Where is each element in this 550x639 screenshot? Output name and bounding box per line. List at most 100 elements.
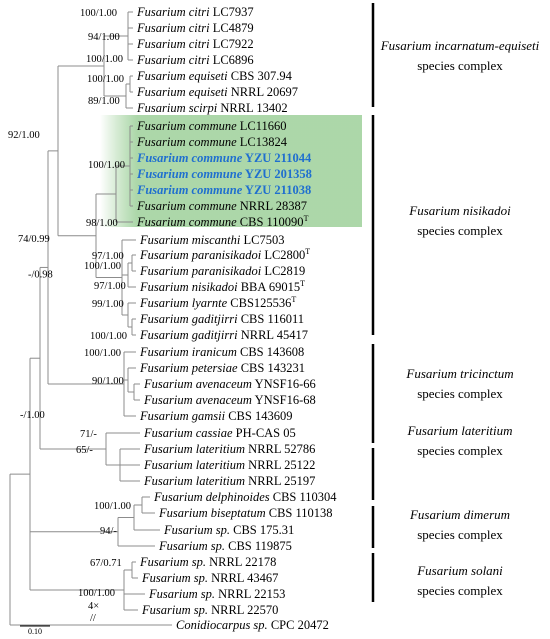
node-support: 97/1.00: [94, 281, 126, 292]
taxon-species: Conidiocarpus sp.: [176, 618, 268, 632]
taxon-species: Fusarium sp.: [163, 523, 230, 537]
scale-bar: 0.10: [20, 625, 50, 636]
node-support-labels: 100/1.00 94/1.00 100/1.00 100/1.00 89/1.00 92…: [8, 8, 131, 599]
taxon-strain: NRRL 22178: [206, 555, 276, 569]
taxon-label: Fusarium lateritium NRRL 25122: [143, 458, 315, 472]
node-support: 98/1.00: [86, 218, 118, 229]
taxon-label: Fusarium citri LC4879: [136, 21, 254, 35]
species-complex-suffix: species complex: [417, 583, 503, 598]
taxon-species: Fusarium citri: [136, 53, 210, 67]
taxon-label: Fusarium delphinoides CBS 110304: [153, 490, 337, 504]
taxon-species: Fusarium equiseti: [136, 85, 228, 99]
taxon-label: Fusarium biseptatum CBS 110138: [158, 506, 333, 520]
taxon-strain: LC13824: [237, 135, 288, 149]
taxon-label: Fusarium nisikadoi BBA 69015T: [139, 279, 305, 294]
taxon-label: Fusarium commune CBS 110090T: [136, 214, 309, 229]
node-support: 94/1.00: [88, 32, 120, 43]
taxon-species: Fusarium gamsii: [139, 409, 226, 423]
taxon-label: Fusarium sp. CBS 119875: [158, 539, 292, 553]
taxon-species: Fusarium sp.: [141, 571, 208, 585]
taxon-strain: CBS 143609: [225, 409, 292, 423]
taxon-label: Fusarium avenaceum YNSF16-66: [143, 377, 316, 391]
taxon-species: Fusarium lateritium: [143, 474, 245, 488]
species-complex-name: Fusarium dimerum: [409, 507, 510, 522]
taxon-strain: CBS 110304: [270, 490, 338, 504]
species-complex-name: Fusarium incarnatum-equiseti: [380, 38, 540, 53]
node-support: 92/1.00: [8, 130, 40, 141]
taxon-strain: LC6896: [210, 53, 254, 67]
taxon-species: Fusarium commune: [136, 135, 237, 149]
species-complex-name: Fusarium solani: [416, 563, 503, 578]
taxon-species: Fusarium citri: [136, 37, 210, 51]
taxon-strain: LC2800: [261, 248, 305, 262]
taxon-label: Fusarium lateritium NRRL 25197: [143, 474, 315, 488]
taxon-strain: NRRL 52786: [245, 442, 315, 456]
taxon-label: Fusarium citri LC6896: [136, 53, 254, 67]
taxon-strain: NRRL 20697: [228, 85, 298, 99]
taxon-species: Fusarium commune: [136, 167, 243, 181]
taxon-strain: CBS 175.31: [230, 523, 294, 537]
taxon-strain: CBS 116011: [238, 312, 304, 326]
taxon-label: Fusarium equiseti CBS 307.94: [136, 69, 293, 83]
taxon-label: Fusarium sp. NRRL 43467: [141, 571, 278, 585]
taxon-species: Fusarium avenaceum: [143, 393, 252, 407]
taxon-strain: CBS125536: [227, 296, 291, 310]
taxon-strain: CBS 110138: [266, 506, 333, 520]
taxon-label: Fusarium gamsii CBS 143609: [139, 409, 292, 423]
truncation-label: 4×: [88, 601, 99, 612]
taxon-label: Fusarium commune LC11660: [136, 119, 287, 133]
truncation-mark: //: [90, 613, 96, 624]
taxon-label: Fusarium petersiae CBS 143231: [139, 361, 305, 375]
node-support: 100/1.00: [78, 588, 115, 599]
taxon-strain: LC7922: [210, 37, 254, 51]
node-support: -/0.98: [28, 269, 53, 280]
species-complex-suffix: species complex: [417, 443, 503, 458]
highlight-box-commune: [100, 115, 362, 227]
taxon-strain: LC7937: [210, 5, 254, 19]
taxon-label: Fusarium lyarnte CBS125536T: [139, 295, 296, 310]
node-support: 100/1.00: [87, 74, 124, 85]
taxon-strain: LC7503: [240, 233, 284, 247]
taxon-strain: CPC 20472: [268, 618, 329, 632]
taxon-strain: CBS 143231: [238, 361, 305, 375]
taxon-strain: BBA 69015: [238, 280, 301, 294]
type-marker: T: [300, 279, 305, 288]
taxon-label: Fusarium lateritium NRRL 52786: [143, 442, 315, 456]
node-support: 99/1.00: [92, 299, 124, 310]
taxon-label: Fusarium iranicum CBS 143608: [139, 345, 304, 359]
taxon-species: Fusarium lyarnte: [139, 296, 228, 310]
taxon-label: Fusarium sp. CBS 175.31: [163, 523, 294, 537]
taxon-label: Fusarium commune YZU 211038: [136, 183, 311, 197]
taxon-strain: NRRL 22570: [208, 603, 278, 617]
taxon-species: Fusarium commune: [136, 119, 237, 133]
taxon-label: Fusarium commune LC13824: [136, 135, 288, 149]
taxon-strain: YZU 211044: [242, 151, 312, 165]
node-support: 94/-: [100, 526, 117, 537]
node-support: 100/1.00: [84, 348, 121, 359]
species-complex-name: Fusarium lateritium: [406, 423, 512, 438]
node-support: 100/1.00: [94, 501, 131, 512]
species-complex-suffix: species complex: [417, 527, 503, 542]
species-complex-suffix: species complex: [417, 386, 503, 401]
taxon-species: Fusarium commune: [136, 215, 237, 229]
scale-bar-label: 0.10: [28, 627, 42, 636]
taxon-strain: YNSF16-66: [252, 377, 316, 391]
taxon-label: Fusarium commune NRRL 28387: [136, 199, 307, 213]
taxon-species: Fusarium sp.: [139, 555, 206, 569]
node-support: 100/1.00: [88, 160, 125, 171]
taxon-species: Fusarium sp.: [141, 603, 208, 617]
node-support: 100/1.00: [86, 54, 123, 65]
node-support: 89/1.00: [88, 96, 120, 107]
type-marker: T: [305, 247, 310, 256]
taxon-species: Fusarium citri: [136, 5, 210, 19]
taxon-species: Fusarium commune: [136, 183, 243, 197]
node-support: 97/1.00: [92, 251, 124, 262]
taxon-strain: CBS 110090: [237, 215, 304, 229]
taxon-label: Fusarium paranisikadoi LC2800T: [139, 247, 310, 262]
type-marker: T: [304, 214, 309, 223]
taxon-label: Fusarium equiseti NRRL 20697: [136, 85, 298, 99]
taxon-strain: NRRL 43467: [208, 571, 278, 585]
taxon-species: Fusarium iranicum: [139, 345, 237, 359]
taxon-strain: YZU 201358: [242, 167, 312, 181]
